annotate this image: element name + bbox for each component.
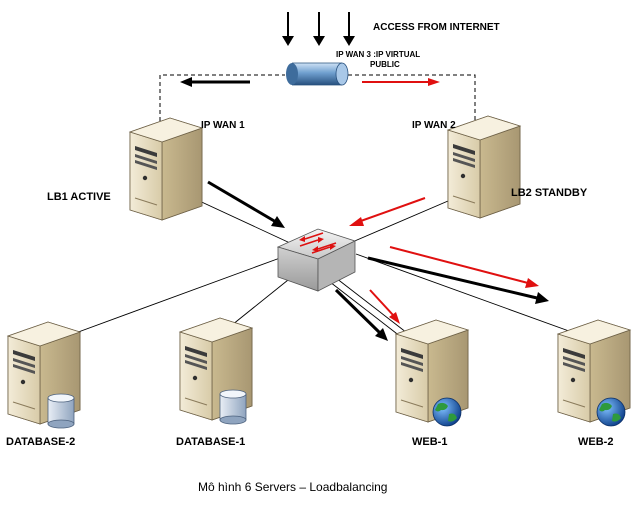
link-switch-web1-b xyxy=(335,277,412,337)
lb1-label: LB1 ACTIVE xyxy=(47,191,111,203)
link-switch-web1-a xyxy=(329,281,406,341)
web-1-globe-icon xyxy=(432,397,462,427)
wan-dashed-link xyxy=(159,74,476,128)
virtual-ip-cylinder-icon xyxy=(286,62,349,86)
web2-label: WEB-2 xyxy=(578,436,613,448)
active-traffic-arrows xyxy=(180,77,549,341)
vip-label-line1: IP WAN 3 :IP VIRTUAL xyxy=(336,50,420,59)
database-2-cylinder-icon xyxy=(47,393,75,429)
db2-label: DATABASE-2 xyxy=(6,436,75,448)
db1-label: DATABASE-1 xyxy=(176,436,245,448)
lb1-server-icon xyxy=(129,117,203,221)
web1-label: WEB-1 xyxy=(412,436,447,448)
lb2-server-icon xyxy=(447,115,521,219)
vip-label-line2: PUBLIC xyxy=(370,60,400,69)
web-2-globe-icon xyxy=(596,397,626,427)
database-1-cylinder-icon xyxy=(219,389,247,425)
link-switch-web2 xyxy=(355,253,581,336)
network-links xyxy=(61,191,581,341)
wan1-label: IP WAN 1 xyxy=(201,120,245,131)
standby-traffic-arrows xyxy=(349,78,539,324)
link-switch-db2 xyxy=(61,257,281,339)
access-label: ACCESS FROM INTERNET xyxy=(373,22,500,33)
lb2-label: LB2 STANDBY xyxy=(511,187,588,199)
link-lb2-switch xyxy=(349,197,456,244)
diagram-caption: Mô hình 6 Servers – Loadbalancing xyxy=(198,480,387,494)
internet-arrows xyxy=(282,12,355,46)
network-switch-icon xyxy=(276,228,357,292)
wan2-label: IP WAN 2 xyxy=(412,120,456,131)
